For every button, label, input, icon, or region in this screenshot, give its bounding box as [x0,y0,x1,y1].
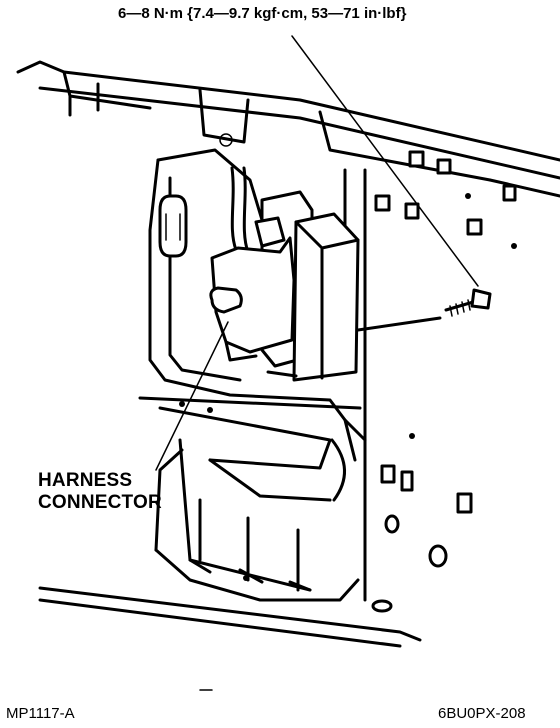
leader-lines [155,35,479,471]
mounting-bolt [444,288,492,317]
upper-frame-rail [16,60,560,198]
wire-harness [230,166,250,254]
harness-connector-body [209,216,296,362]
harness-connector-label-line2: CONNECTOR [38,492,162,513]
figure-code-left: MP1117-A [6,705,75,722]
body-panel-holes [371,150,517,613]
figure-code-right: 6BU0PX-208 [438,705,526,722]
torque-spec-label: 6—8 N·m {7.4—9.7 kgf·cm, 53—71 in·lbf} [118,5,407,22]
lower-bracket [38,396,422,691]
harness-connector-label-line1: HARNESS [38,470,133,491]
